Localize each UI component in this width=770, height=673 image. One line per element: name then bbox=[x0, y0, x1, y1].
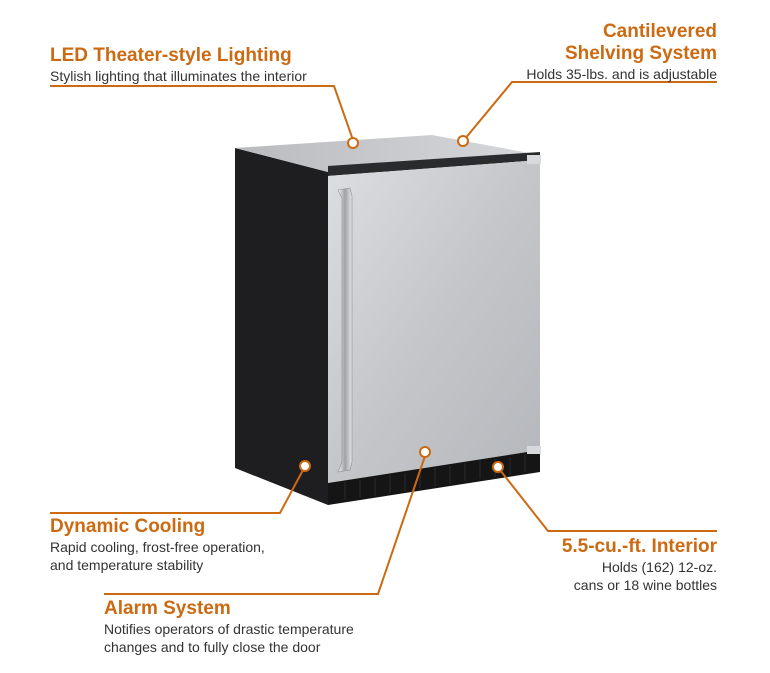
dot-interior bbox=[492, 461, 504, 473]
callout-title: Dynamic Cooling bbox=[50, 516, 206, 537]
callout-text: Holds (162) 12-oz. bbox=[601, 559, 717, 575]
callout-title-line: Shelving System bbox=[564, 43, 717, 64]
callout-text: cans or 18 wine bottles bbox=[573, 577, 717, 593]
callout-text: Notifies operators of drastic temperatur… bbox=[104, 621, 354, 637]
bottom-hinge bbox=[527, 446, 541, 454]
callout-title: LED Theater-style Lighting bbox=[50, 45, 292, 66]
callout-text: changes and to fully close the door bbox=[104, 639, 321, 655]
callout-text: Stylish lighting that illuminates the in… bbox=[50, 68, 307, 84]
callout-led-lighting: LED Theater-style Lighting Stylish light… bbox=[50, 45, 307, 85]
leader-cooling bbox=[50, 469, 304, 514]
callout-title: Alarm System bbox=[104, 598, 231, 619]
callout-dynamic-cooling: Dynamic Cooling Rapid cooling, frost-fre… bbox=[50, 516, 265, 574]
anchor-dots bbox=[299, 135, 504, 473]
callout-title: 5.5-cu.-ft. Interior bbox=[561, 536, 717, 557]
callout-text: Rapid cooling, frost-free operation, bbox=[50, 539, 265, 555]
dot-led bbox=[347, 137, 359, 149]
callout-text: Holds 35-lbs. and is adjustable bbox=[526, 66, 717, 82]
top-edge bbox=[328, 152, 540, 176]
callout-shelving-system: Cantilevered Shelving System Holds 35-lb… bbox=[526, 21, 717, 83]
grille-slots bbox=[344, 454, 526, 500]
callout-text: and temperature stability bbox=[50, 557, 204, 573]
leader-shelving bbox=[463, 81, 717, 141]
leader-lines bbox=[50, 81, 717, 595]
callout-alarm-system: Alarm System Notifies operators of drast… bbox=[104, 598, 354, 656]
dot-cooling bbox=[299, 460, 311, 472]
dot-shelving bbox=[457, 135, 469, 147]
leader-alarm bbox=[104, 455, 426, 595]
dot-alarm bbox=[419, 446, 431, 458]
door-panel bbox=[328, 160, 540, 483]
top-hinge bbox=[527, 155, 541, 164]
cabinet-side bbox=[235, 148, 328, 505]
vent-grille bbox=[328, 450, 540, 505]
leader-led bbox=[50, 85, 354, 141]
door-handle bbox=[337, 187, 353, 473]
callout-interior-capacity: 5.5-cu.-ft. Interior Holds (162) 12-oz. … bbox=[562, 536, 717, 594]
callout-title-line: Cantilevered bbox=[602, 21, 717, 42]
leader-interior bbox=[499, 469, 717, 532]
